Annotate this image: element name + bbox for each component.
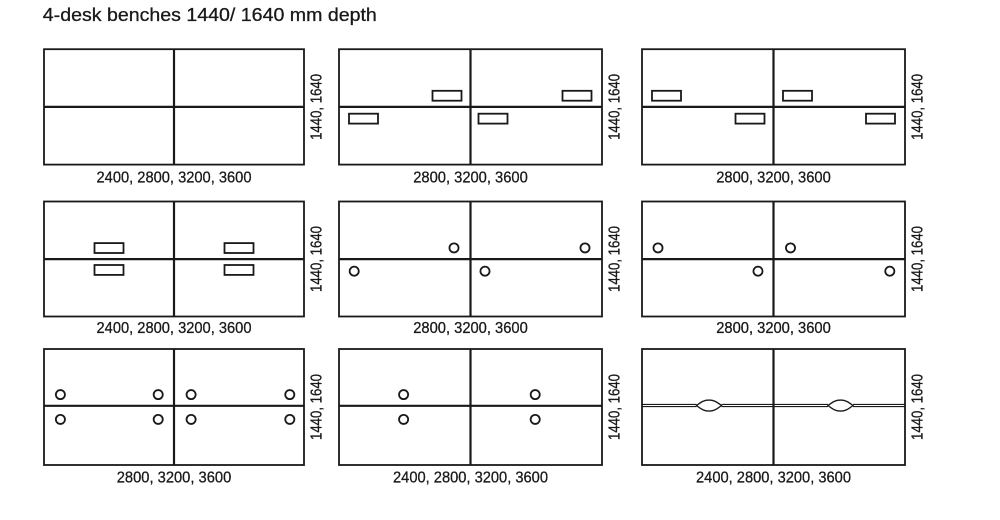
- svg-text:1440, 1640: 1440, 1640: [308, 74, 325, 140]
- svg-text:1440, 1640: 1440, 1640: [308, 226, 325, 292]
- svg-text:1440, 1640: 1440, 1640: [308, 374, 325, 440]
- svg-text:1440, 1640: 1440, 1640: [606, 74, 623, 140]
- svg-text:4-desk benches 1440/ 1640 mm d: 4-desk benches 1440/ 1640 mm depth: [43, 4, 377, 25]
- svg-text:2800, 3200, 3600: 2800, 3200, 3600: [117, 470, 232, 487]
- svg-text:2400, 2800, 3200, 3600: 2400, 2800, 3200, 3600: [696, 470, 851, 487]
- svg-text:2800, 3200, 3600: 2800, 3200, 3600: [413, 320, 528, 337]
- svg-text:2400, 2800, 3200, 3600: 2400, 2800, 3200, 3600: [97, 170, 252, 187]
- svg-text:2800, 3200, 3600: 2800, 3200, 3600: [413, 170, 528, 187]
- svg-text:1440, 1640: 1440, 1640: [909, 226, 926, 292]
- svg-text:1440, 1640: 1440, 1640: [606, 226, 623, 292]
- svg-text:2800, 3200, 3600: 2800, 3200, 3600: [716, 320, 831, 337]
- svg-text:1440, 1640: 1440, 1640: [909, 74, 926, 140]
- svg-text:2400, 2800, 3200, 3600: 2400, 2800, 3200, 3600: [393, 470, 548, 487]
- svg-text:2400, 2800, 3200, 3600: 2400, 2800, 3200, 3600: [97, 320, 252, 337]
- svg-text:1440, 1640: 1440, 1640: [606, 374, 623, 440]
- svg-text:1440, 1640: 1440, 1640: [909, 374, 926, 440]
- svg-text:2800, 3200, 3600: 2800, 3200, 3600: [716, 170, 831, 187]
